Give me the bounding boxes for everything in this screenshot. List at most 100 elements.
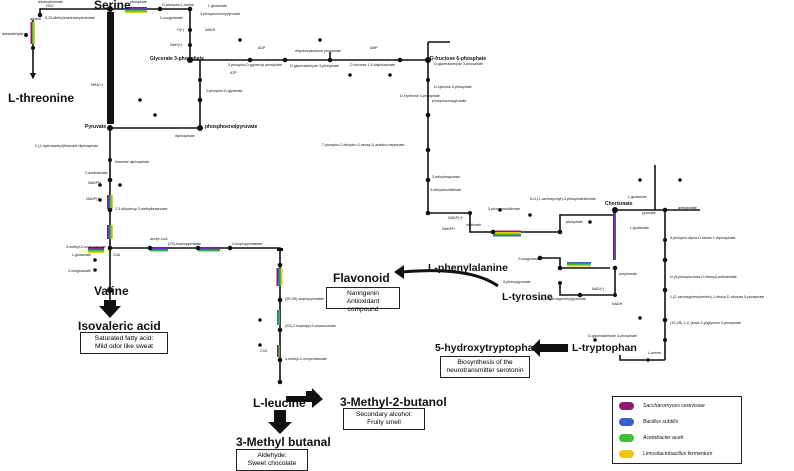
metabolite-label: 4-methyl-2-oxopentanoate	[285, 357, 327, 361]
node-hydroxytryptophan: 5-hydroxytryptophan	[435, 342, 541, 354]
node-valine: Valine	[94, 284, 129, 298]
node-l-tryptophan: L-tryptophan	[572, 342, 637, 354]
box-line: Antioxidant compound	[346, 298, 380, 314]
metabolite-label: tetrahydrofolate	[38, 0, 63, 4]
metabolite-label: L-glutamate	[630, 226, 649, 230]
legend-label: Acetobacter aceti	[643, 435, 684, 441]
metabolite-label: 1-(2-carboxyphenylamino)-1-deoxy-D-ribul…	[670, 295, 765, 299]
metabolite-label: NH4(+)	[91, 83, 103, 87]
metabolite-label: phosphoenolpyruvate	[432, 99, 467, 103]
metabolite-label: D-xylulose 5-phosphate	[434, 85, 472, 89]
metabolite-label: phosphate	[130, 0, 147, 4]
metabolite-label: prephenate	[619, 272, 638, 276]
metabolite-label: 2,3-dihydroxy-3-methylbutanoate	[115, 207, 168, 211]
metabolite-label: pyruvate	[642, 211, 656, 215]
metabolite-label: glycine	[30, 17, 42, 21]
metabolite-label: NADPH	[88, 181, 101, 185]
box-line: Secondary alcohol:	[355, 411, 413, 418]
organism-bars	[30, 7, 616, 357]
metabolite-label: D-fructose 1,6-bisphosphate	[350, 63, 396, 67]
node-methyl-butanol: 3-Methyl-2-butanol	[340, 395, 447, 409]
metabolite-label: 3-(4-hydroxyphenyl)pyruvate	[540, 297, 586, 301]
metabolite-label: ADP	[258, 46, 266, 50]
legend-swatch	[619, 418, 634, 426]
metabolite-label: acetyl-CoA	[150, 237, 168, 241]
metabolite-label: NADP(+)	[86, 197, 101, 201]
metabolite-dots	[24, 6, 682, 385]
metabolite-label: 3-phosphonooxypyruvate	[200, 12, 241, 16]
metabolite-label: 2-oxoglutarate	[518, 257, 541, 261]
metabolite-label: D-glyceraldehyde 3-phosphate	[290, 64, 339, 68]
box-flavonoid: Naringenin Antioxidant compound	[326, 287, 400, 313]
metabolite-label: NAD(+)	[170, 43, 183, 47]
box-line: Aldehyde:	[257, 452, 287, 459]
metabolite-label: D-glyceraldehyde 3-phosphate	[588, 334, 637, 338]
metabolite-label: (2S)-2-isopropyl-3-oxosuccinate	[285, 324, 336, 328]
metabolite-label: 3-dehydroquinate	[432, 175, 460, 179]
legend-item: Bacillus subtilis	[619, 417, 678, 427]
metabolite-label: NADP(+)	[448, 216, 463, 220]
metabolite-label: 2-isopropylmaleate	[232, 242, 263, 246]
legend-item: Acetobacter aceti	[619, 433, 683, 443]
metabolite-label: shikimate	[466, 223, 482, 227]
legend-label: Saccharomyces cerevisiae	[643, 403, 705, 409]
box-line: Fruity smell	[367, 419, 401, 427]
node-fructose: D-fructose 6-phosphate	[430, 56, 487, 62]
legend-label: Bacillus subtilis	[643, 419, 679, 425]
metabolite-label: dihydroxyacetone phosphate	[295, 49, 341, 53]
metabolite-label: 2-phospho-D-glycerate	[206, 89, 243, 93]
box-isovaleric-acid: Saturated fatty acid: Mild odor like swe…	[80, 332, 168, 354]
metabolite-label: L-glutamate	[72, 253, 91, 257]
metabolite-label: 5,10-Methylenetetrahydrofolate	[45, 16, 95, 20]
metabolite-label: H(+)	[177, 28, 185, 32]
legend-swatch	[619, 450, 634, 458]
metabolite-label: L-serine	[648, 351, 661, 355]
metabolite-label: NADPH	[442, 227, 455, 231]
metabolite-label: 5-phospho-alpha-D-ribose 1-diphosphate	[670, 236, 736, 240]
node-glycerate: Glycerate 3-phosphate	[150, 56, 204, 62]
node-isovaleric-acid: Isovaleric acid	[78, 319, 161, 333]
legend-item: Saccharomyces cerevisiae	[619, 401, 705, 411]
legend-item: Limosilactobacillus fermentum	[619, 449, 712, 459]
metabolite-label: N-(5-phospho-beta-D-ribosyl)-anthranilat…	[670, 275, 737, 279]
metabolite-label: AMP	[370, 46, 378, 50]
metabolite-label: 3-phenylpyruvate	[503, 280, 531, 284]
metabolite-label: H2O	[46, 4, 54, 8]
main-flux-bars	[107, 12, 283, 251]
metabolite-label: D-erythrose 4-phosphate	[400, 94, 440, 98]
metabolite-label: 5-O-(1-carboxyvinyl)-3-phosphoshikimate	[530, 197, 596, 201]
metabolite-label: D-glyceraldehyde 3-phosphate	[434, 62, 483, 66]
metabolite-label: O-phospho-L-serine	[162, 3, 194, 7]
metabolite-label: NAD(+)	[592, 287, 605, 291]
metabolite-label: NADH	[205, 28, 216, 32]
node-serine: Serine	[94, 0, 131, 12]
metabolite-label: (2S)-isopropylmalate	[168, 242, 202, 246]
box-methyl-butanol: Secondary alcohol: Fruity smell	[343, 408, 425, 430]
metabolite-label: 3-phosphoshikimate	[488, 207, 521, 211]
metabolite-label: acetaldehyde	[2, 32, 24, 36]
metabolite-label: (2R,3S)-isopropylmalate	[285, 297, 324, 301]
box-hydroxytryptophan: Biosynthesis of the neurotransmitter ser…	[440, 356, 530, 378]
node-l-phenylalanine: L-phenylalanine	[428, 262, 508, 274]
box-line: Sweet chocolate	[247, 460, 297, 468]
metabolite-label: anthranilate	[678, 206, 697, 210]
box-line: Naringenin	[347, 290, 379, 297]
node-l-leucine: L-leucine	[253, 396, 306, 410]
metabolite-label: 3-methyl-2-oxobutanoate	[66, 245, 106, 249]
metabolite-label: 3-phospho-D-glyceroyl phosphate	[228, 63, 282, 67]
node-chorismate: Chorismate	[605, 201, 633, 207]
legend-swatch	[619, 434, 634, 442]
node-l-threonine: L-threonine	[8, 91, 74, 105]
box-line: neurotransmitter serotonin	[446, 367, 524, 375]
node-phosphoenolpyruvate: phosphoenolpyruvate	[205, 124, 258, 130]
metabolite-label: L-glutamine	[628, 195, 647, 199]
metabolite-label: ATP	[230, 71, 237, 75]
node-methyl-butanal: 3-Methyl butanal	[236, 435, 331, 449]
metabolite-label: thiamine diphosphate	[115, 160, 150, 164]
metabolite-label: (1S,2R)-1-C-(indol-3-yl)glycerol 3-phosp…	[670, 321, 741, 325]
metabolite-label: phosphate	[566, 220, 583, 224]
metabolite-label: CoA	[113, 253, 120, 257]
legend-label: Limosilactobacillus fermentum	[643, 451, 713, 457]
box-line: Biosynthesis of the	[457, 359, 513, 366]
box-line: Mild odor like sweat	[95, 343, 153, 351]
